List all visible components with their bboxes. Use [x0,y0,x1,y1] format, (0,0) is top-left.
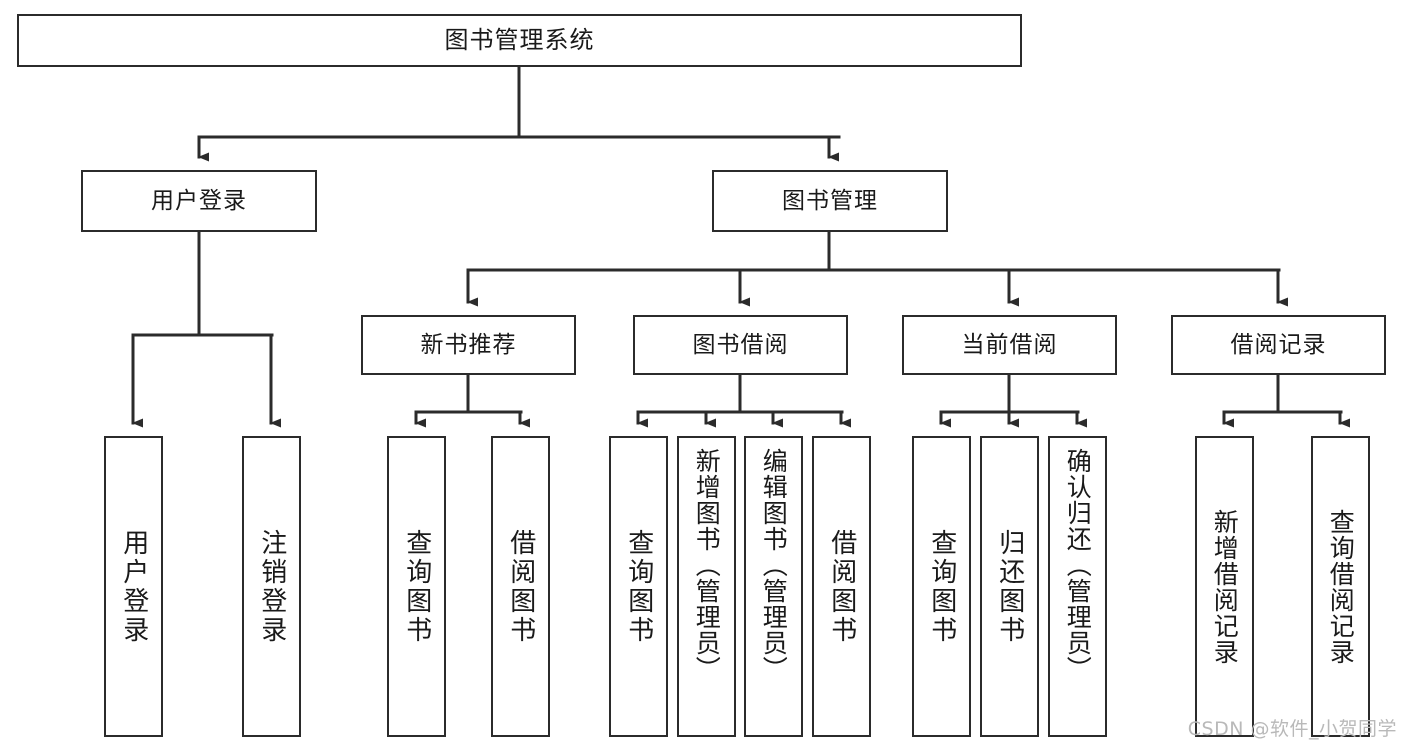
node-leaf-query-book-1[interactable]: 查询图书 [387,436,446,737]
node-new-book-recommend[interactable]: 新书推荐 [361,315,576,375]
node-leaf-add-record[interactable]: 新增借阅记录 [1195,436,1254,737]
node-leaf-user-login[interactable]: 用户登录 [104,436,163,737]
node-leaf-confirm-return[interactable]: 确认归还（管理员） [1048,436,1107,737]
node-label: 当前借阅 [961,331,1058,358]
node-label: 借阅图书 [826,528,857,645]
node-label: 查询图书 [926,528,957,645]
node-root-library-management-system[interactable]: 图书管理系统 [17,14,1022,67]
node-leaf-logout-login[interactable]: 注销登录 [242,436,301,737]
node-leaf-borrow-book-2[interactable]: 借阅图书 [812,436,871,737]
node-label: 借阅记录 [1230,331,1327,358]
node-label: 用户登录 [118,528,149,645]
csdn-watermark: CSDN @软件_小贺同学 [1187,718,1397,740]
node-label: 查询图书 [401,528,432,645]
node-leaf-query-book-3[interactable]: 查询图书 [912,436,971,737]
node-book-management[interactable]: 图书管理 [712,170,948,232]
node-label: 归还图书 [994,528,1025,645]
node-label: 借阅图书 [505,528,536,645]
node-leaf-edit-book[interactable]: 编辑图书（管理员） [744,436,803,737]
node-leaf-query-book-2[interactable]: 查询图书 [609,436,668,737]
node-label: 图书借阅 [692,331,789,358]
node-book-borrow[interactable]: 图书借阅 [633,315,848,375]
node-label: 新增借阅记录 [1210,508,1240,665]
node-label: 确认归还（管理员） [1063,448,1093,682]
node-user-login[interactable]: 用户登录 [81,170,317,232]
node-borrow-record[interactable]: 借阅记录 [1171,315,1386,375]
node-leaf-query-record[interactable]: 查询借阅记录 [1311,436,1370,737]
node-label: 编辑图书（管理员） [759,448,789,682]
node-label: 图书管理 [782,187,878,214]
node-label: 新书推荐 [420,331,517,358]
node-label: 图书管理系统 [444,25,595,54]
node-label: 查询借阅记录 [1326,508,1356,665]
node-label: 查询图书 [623,528,654,645]
node-label: 用户登录 [151,187,247,214]
node-leaf-borrow-book-1[interactable]: 借阅图书 [491,436,550,737]
node-leaf-add-book[interactable]: 新增图书（管理员） [677,436,736,737]
node-label: 新增图书（管理员） [692,448,722,682]
node-leaf-return-book[interactable]: 归还图书 [980,436,1039,737]
node-current-borrow[interactable]: 当前借阅 [902,315,1117,375]
node-label: 注销登录 [256,528,287,645]
